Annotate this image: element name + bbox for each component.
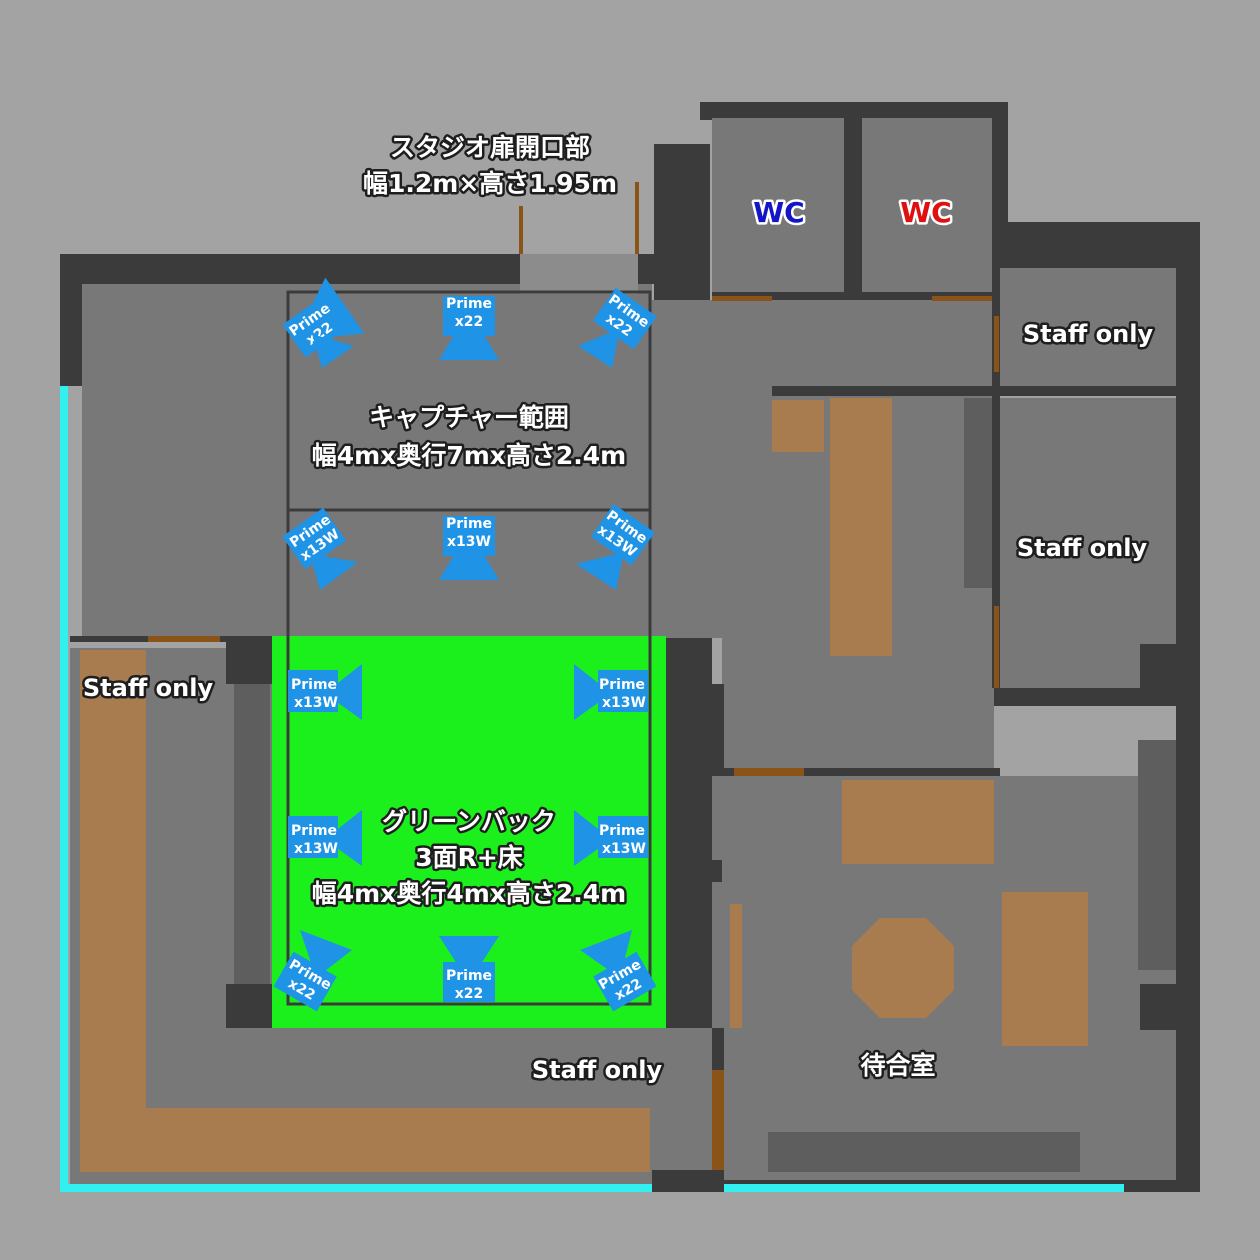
camera-top-center: Prime x22 [439, 296, 499, 360]
camera-icon [288, 816, 338, 858]
camera-icon [598, 816, 648, 858]
door-title-label: スタジオ扉開口部 [390, 133, 590, 162]
camera-icon [574, 664, 602, 720]
camera-brand: Prime [446, 516, 492, 532]
studio-door-opening [520, 254, 638, 294]
camera-model: x13W [602, 841, 646, 857]
door-frame-left [519, 206, 523, 254]
camera-icon [273, 951, 337, 1012]
wc-bottom-wall [712, 292, 992, 300]
camera-brand: Prime [599, 823, 645, 839]
wc-door-right [932, 296, 992, 301]
capture-range-title: キャプチャー範囲 [369, 403, 569, 432]
camera-icon [334, 664, 362, 720]
camera-model: x22 [455, 986, 484, 1002]
staff-only-top-right: Staff only [1023, 320, 1154, 348]
camera-brand: Prime [291, 677, 337, 693]
camera-icon [590, 503, 655, 566]
wc-room-right [862, 118, 992, 298]
door-frame-right [635, 182, 639, 254]
doors [148, 316, 999, 1170]
window-edge [60, 386, 1124, 1192]
capture-range [286, 290, 652, 1006]
wc-room-left [712, 118, 844, 298]
furniture [80, 398, 1088, 1172]
wc-divider [844, 110, 862, 300]
camera-model: x13W [294, 695, 338, 711]
camera-model: x13W [294, 841, 338, 857]
staff-only-mid-right: Staff only [1017, 534, 1148, 562]
camera-brand: Prime [446, 968, 492, 984]
camera-icon [443, 296, 495, 336]
camera-icon [593, 951, 657, 1012]
interior-walls [70, 268, 1176, 1192]
camera-icon [443, 516, 495, 556]
camera-green-right-lower: Prime x13W [574, 810, 648, 866]
round-table [852, 918, 954, 1018]
camera-icon [282, 295, 347, 358]
floor-dark-strips [234, 398, 1176, 1172]
wc-women-label: WC [900, 196, 951, 229]
staff-only-left: Staff only [83, 674, 214, 702]
camera-model: x22 [455, 314, 484, 330]
camera-icon [288, 670, 338, 712]
camera-icon [574, 810, 602, 866]
wc-men-label: WC [753, 196, 804, 229]
camera-green-right-upper: Prime x13W [574, 664, 648, 720]
door-size-label: 幅1.2m×高さ1.95m [363, 169, 617, 198]
camera-icon [282, 507, 347, 570]
camera-green-left-upper: Prime x13W [288, 664, 362, 720]
camera-icon [592, 287, 657, 350]
waiting-room-label: 待合室 [860, 1051, 935, 1080]
camera-green-left-lower: Prime x13W [288, 810, 362, 866]
camera-model: x13W [602, 695, 646, 711]
camera-mid-center: Prime x13W [439, 516, 499, 580]
camera-model: x13W [447, 534, 491, 550]
capture-range-size: 幅4mx奥行7mx高さ2.4m [312, 441, 626, 470]
camera-top-left: Prime x22 [282, 277, 365, 358]
camera-icon [334, 810, 362, 866]
camera-icon [443, 962, 495, 1002]
camera-bottom-center: Prime x22 [439, 936, 499, 1002]
greenback-size: 幅4mx奥行4mx高さ2.4m [312, 879, 626, 908]
camera-icon [439, 936, 499, 964]
camera-lens-mid-left [310, 554, 358, 590]
wc-door-left [712, 296, 772, 301]
camera-icon [439, 550, 499, 580]
camera-lens-mid-right [576, 552, 624, 590]
camera-icon [598, 670, 648, 712]
camera-icon [439, 330, 499, 360]
greenback-sub: 3面R+床 [415, 843, 523, 872]
camera-brand: Prime [291, 823, 337, 839]
camera-brand: Prime [599, 677, 645, 693]
camera-lens-top-right [578, 328, 620, 368]
camera-lens-top-left [312, 334, 354, 368]
staff-only-bottom: Staff only [532, 1056, 663, 1084]
greenback-title: グリーンバック [382, 807, 556, 836]
camera-brand: Prime [446, 296, 492, 312]
